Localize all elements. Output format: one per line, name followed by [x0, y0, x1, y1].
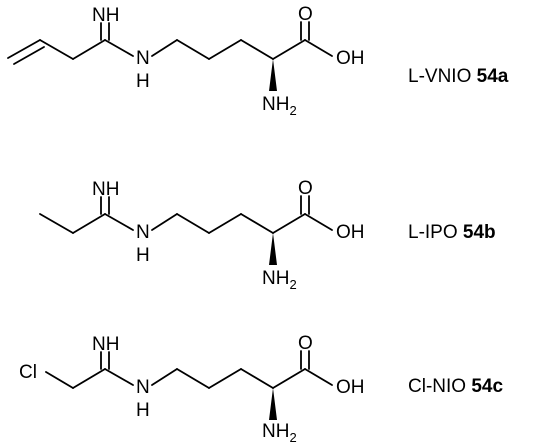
- imine-label: NH: [92, 5, 119, 26]
- amide-h-label: H: [136, 71, 150, 92]
- amine-label: NH2: [262, 94, 297, 118]
- carbonyl-o-label: O: [298, 4, 313, 25]
- compound-label-54c: Cl-NIO 54c: [408, 376, 503, 397]
- hydroxyl-label: OH: [336, 377, 365, 398]
- structure-54c: Cl NH N H O OH NH2 Cl-NIO 54c: [19, 333, 503, 442]
- amide-n-label: N: [136, 48, 150, 69]
- chlorine-label: Cl: [19, 362, 37, 383]
- carbonyl-o-label: O: [298, 333, 313, 354]
- amide-n-label: N: [136, 377, 150, 398]
- amide-h-label: H: [136, 245, 150, 266]
- structure-54b: NH N H O OH NH2 L-IPO 54b: [39, 178, 496, 292]
- amine-label: NH2: [262, 421, 297, 442]
- compound-label-54a: L-VNIO 54a: [408, 66, 509, 87]
- structure-54a: NH N H O OH NH2 L-VNIO 54a: [7, 4, 509, 118]
- hydroxyl-label: OH: [336, 222, 365, 243]
- amide-h-label: H: [136, 400, 150, 421]
- compound-label-54b: L-IPO 54b: [408, 222, 496, 243]
- imine-label: NH: [92, 179, 119, 200]
- imine-label: NH: [92, 334, 119, 355]
- amine-label: NH2: [262, 268, 297, 292]
- amide-n-label: N: [136, 222, 150, 243]
- carbonyl-o-label: O: [298, 178, 313, 199]
- hydroxyl-label: OH: [336, 48, 365, 69]
